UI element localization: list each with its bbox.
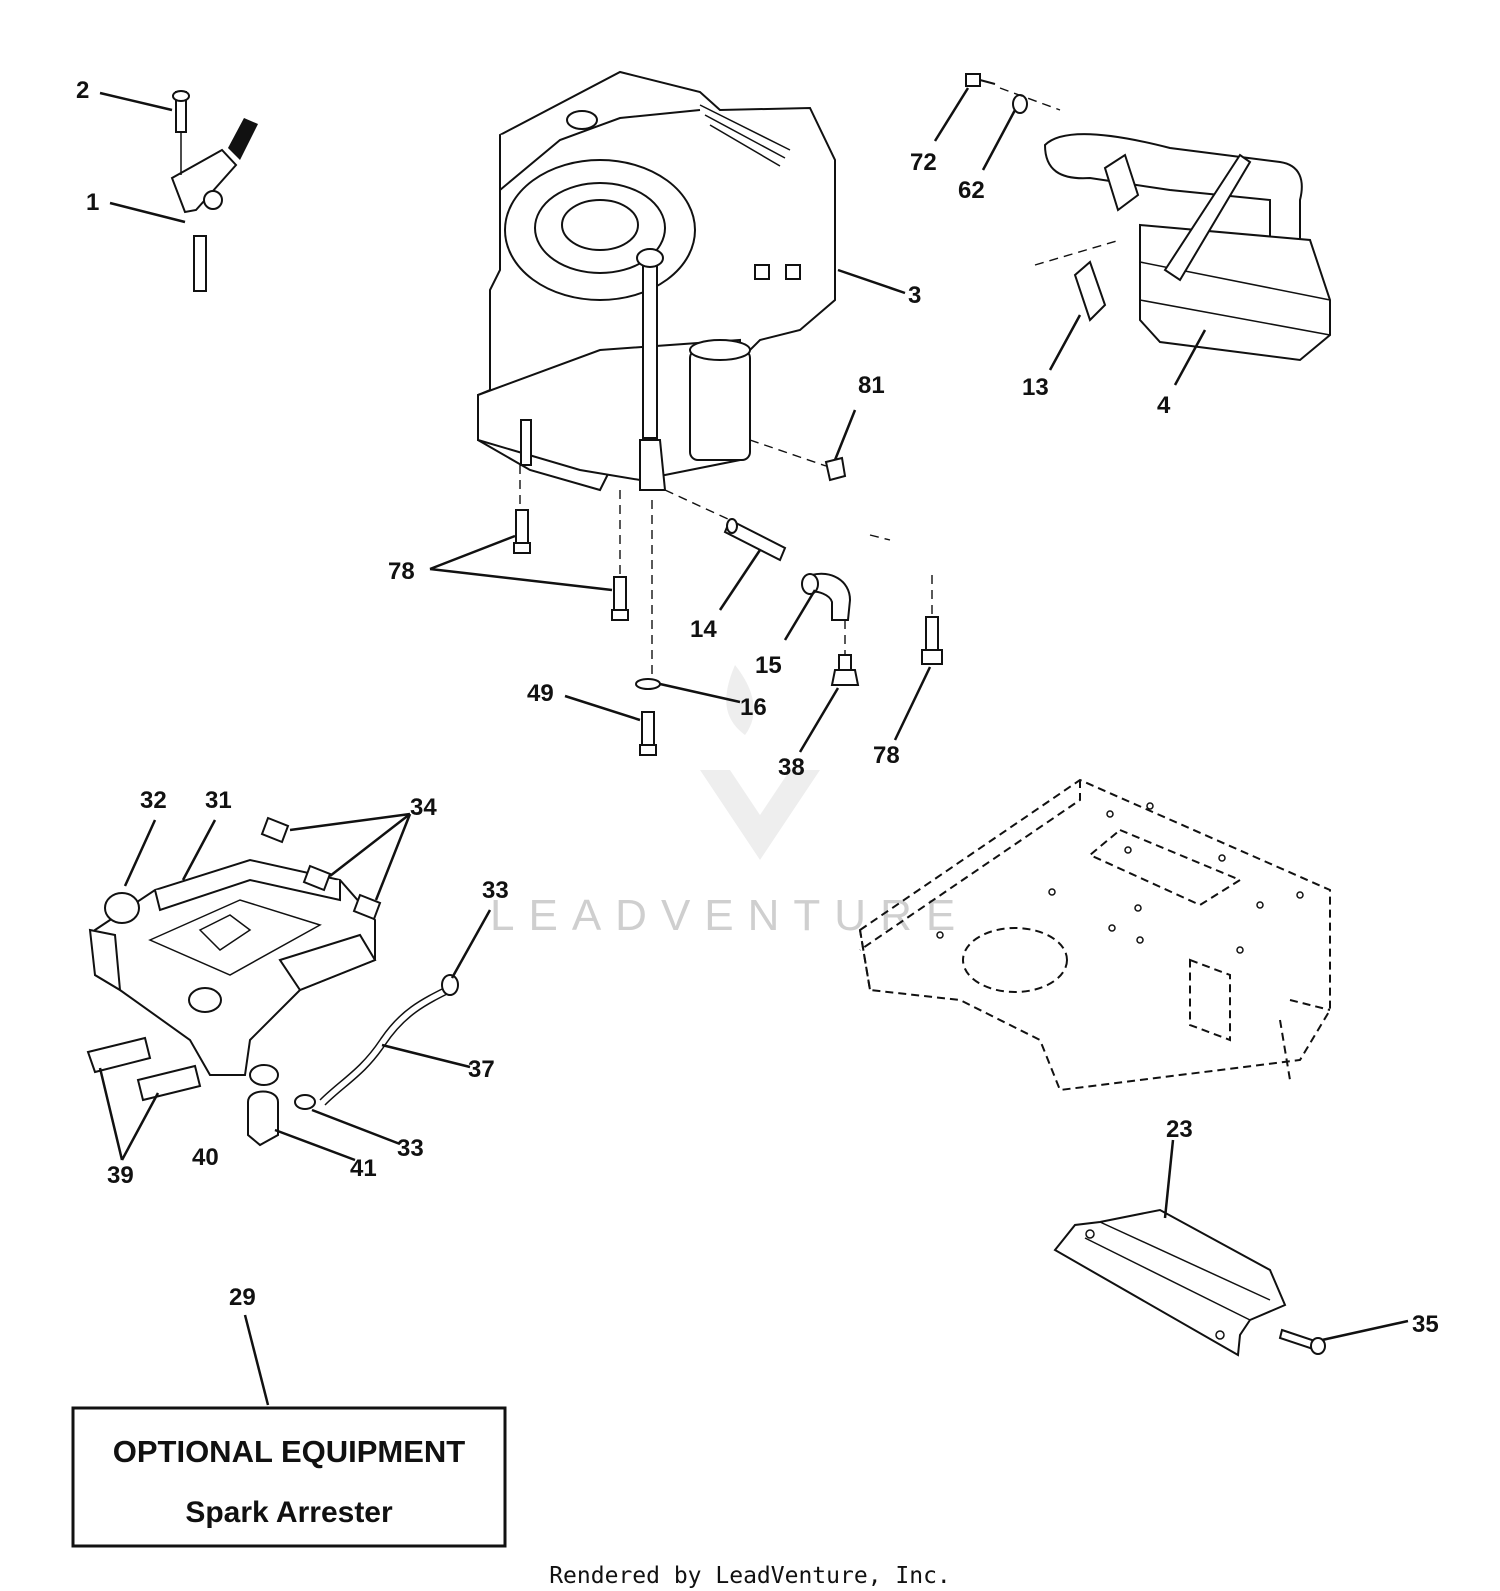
callout-14: 14: [690, 616, 717, 643]
callout-35: 35: [1412, 1311, 1439, 1338]
callout-34: 34: [410, 794, 437, 821]
footer-credit: Rendered by LeadVenture, Inc.: [549, 1563, 951, 1589]
callout-49: 49: [527, 680, 554, 707]
optional-equipment-title: OPTIONAL EQUIPMENT: [113, 1434, 466, 1469]
callout-31: 31: [205, 787, 232, 814]
fittings-parts: [513, 439, 943, 756]
callout-23: 23: [1166, 1116, 1193, 1143]
callout-2: 2: [76, 77, 89, 104]
callout-29: 29: [229, 1284, 256, 1311]
callout-13: 13: [1022, 374, 1049, 401]
throttle-control-part: [170, 90, 258, 292]
fuel-tank-part: [86, 816, 459, 1147]
callout-62: 62: [958, 177, 985, 204]
callout-39: 39: [107, 1162, 134, 1189]
callout-15: 15: [755, 652, 782, 679]
callout-37: 37: [468, 1056, 495, 1083]
callout-38: 38: [778, 754, 805, 781]
callout-78-right: 78: [873, 742, 900, 769]
callout-1: 1: [86, 189, 99, 216]
callout-4: 4: [1157, 392, 1171, 419]
callout-3: 3: [908, 282, 921, 309]
watermark-text: LEADVENTURE: [490, 891, 969, 940]
callout-16: 16: [740, 694, 767, 721]
callout-81: 81: [858, 372, 885, 399]
optional-equipment-box: OPTIONAL EQUIPMENT Spark Arrester: [71, 1406, 507, 1548]
callout-33-top: 33: [482, 877, 509, 904]
muffler-part: [965, 73, 1331, 362]
callout-41: 41: [350, 1155, 377, 1182]
optional-equipment-subtitle: Spark Arrester: [185, 1496, 393, 1529]
callout-72: 72: [910, 149, 937, 176]
callout-labels: 2 1 3 72 62 13 4 81 78 14 15 16 49 38 78…: [76, 77, 1439, 1338]
callout-78-left: 78: [388, 558, 415, 585]
callout-40: 40: [192, 1144, 219, 1171]
callout-32: 32: [140, 787, 167, 814]
chassis-frame-part: [858, 778, 1331, 1092]
leader-lines: [98, 87, 1409, 1406]
heat-shield-part: [1053, 1208, 1326, 1357]
engine-part: [477, 70, 836, 492]
callout-33-bottom: 33: [397, 1135, 424, 1162]
watermark-logo-icon: [700, 665, 820, 860]
